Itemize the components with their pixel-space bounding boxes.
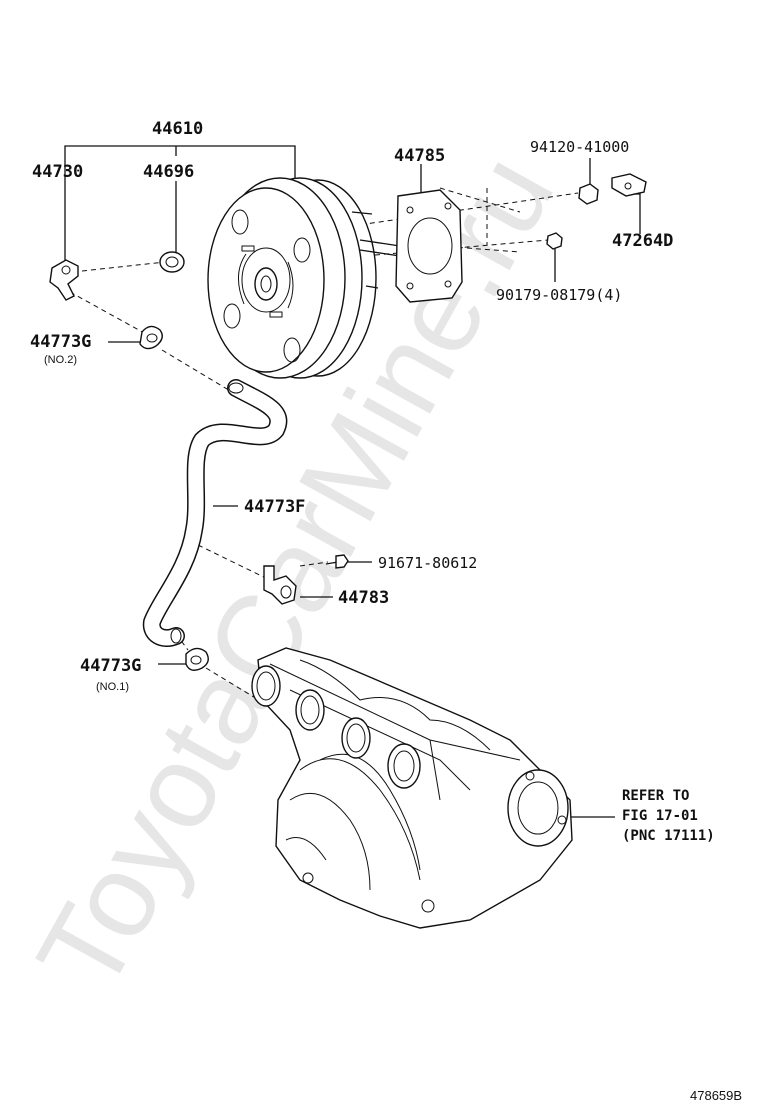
nut: [578, 183, 599, 205]
clip-lower: [185, 647, 209, 671]
label-44610: 44610: [152, 119, 203, 139]
label-44773g-lower: 44773G: [80, 656, 141, 676]
leader-lines: [64, 145, 641, 818]
intake-manifold: [251, 647, 573, 929]
figure-id: 478659B: [690, 1088, 742, 1103]
brake-booster: [207, 177, 401, 379]
clip-upper: [139, 325, 163, 350]
hose-clamp: [263, 565, 297, 605]
label-44785: 44785: [394, 146, 445, 166]
stud-nut: [546, 232, 563, 250]
check-valve: [49, 259, 79, 301]
label-44730: 44730: [32, 162, 83, 182]
label-94120-41000: 94120-41000: [530, 138, 629, 156]
label-no2: (NO.2): [44, 354, 77, 366]
grommet: [159, 251, 185, 273]
part-labels: 44610 44730 44696 44785 94120-41000 4726…: [30, 119, 742, 1103]
label-91671-80612: 91671-80612: [378, 554, 477, 572]
label-44696: 44696: [143, 162, 194, 182]
gasket: [395, 189, 463, 303]
label-47264d: 47264D: [612, 231, 673, 251]
label-44773f: 44773F: [244, 497, 305, 517]
label-no1: (NO.1): [96, 681, 129, 693]
label-44783: 44783: [338, 588, 389, 608]
refer-line-3: (PNC 17111): [622, 828, 715, 844]
bolt: [325, 554, 349, 569]
refer-line-1: REFER TO: [622, 788, 689, 804]
label-44773g-upper: 44773G: [30, 332, 91, 352]
refer-line-2: FIG 17-01: [622, 808, 698, 824]
label-90179-08179: 90179-08179(4): [496, 286, 622, 304]
bracket: [611, 173, 647, 197]
vacuum-hose: [142, 379, 288, 647]
